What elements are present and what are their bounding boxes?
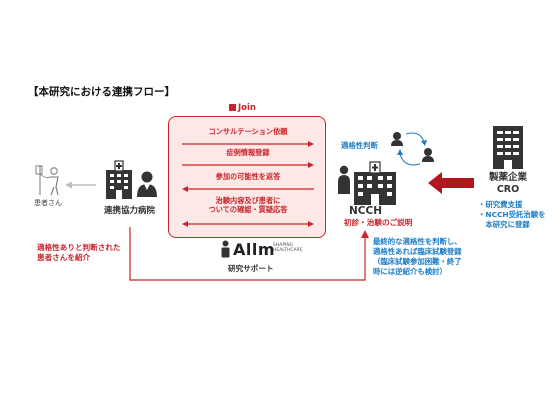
- flow-label: コンサルテーション依頼: [208, 127, 288, 136]
- flow-confirmation-qa: 治験内容及び患者に ついての確認・質疑応答: [180, 196, 316, 232]
- flow-label: 症例情報登録: [226, 148, 270, 157]
- arrow-left-icon: [65, 181, 96, 189]
- pharma-note-line: ・NCCH受託治験を: [478, 210, 546, 219]
- flow-consultation-request: コンサルテーション依頼: [180, 127, 316, 153]
- pharma-note-line: 本研究に登録: [478, 220, 530, 229]
- join-platform-box: [168, 116, 326, 238]
- ncch-first-visit-label: 初診・治験のご説明: [344, 218, 413, 227]
- referral-note: 適格性ありと判断された 患者さんを紹介: [37, 243, 121, 263]
- flow-label: 治験内容及び患者に ついての確認・質疑応答: [208, 196, 288, 214]
- referral-connector-arrow: [129, 227, 369, 281]
- ncch-eligibility-note: 最終的な適格性を判断し、 適格性あれば臨床試験登録 （臨床試験参加困難・終了 時…: [373, 237, 462, 277]
- ncch-building-icon: [338, 161, 396, 205]
- pharma-cro-label: 製薬企業 CRO: [477, 172, 539, 196]
- doctor-icon: [137, 171, 157, 197]
- eligibility-label: 適格性判断: [341, 141, 378, 150]
- flow-label: 参加の可能性を返答: [215, 172, 281, 181]
- join-logo-icon: [229, 104, 236, 111]
- allm-logo: Allm: [233, 240, 276, 259]
- pharma-note-line: ・研究費支援: [478, 200, 523, 209]
- allm-figure-icon: [221, 240, 230, 258]
- ncch-note-line: 時には逆紹介も検討）: [373, 267, 447, 276]
- arrow-right-icon: [182, 141, 314, 147]
- page-title: 【本研究における連携フロー】: [28, 86, 175, 98]
- hospital-building-icon: [106, 160, 132, 199]
- ncch-note-line: 適格性あれば臨床試験登録: [373, 247, 462, 256]
- patient-iv-icon: [35, 165, 59, 196]
- arrow-right-icon: [182, 162, 314, 168]
- arrow-both-icon: [182, 221, 314, 227]
- cro-label-line: CRO: [496, 184, 520, 195]
- partner-hospital-label: 連携協力病院: [104, 206, 156, 216]
- ncch-note-line: （臨床試験参加困難・終了: [373, 257, 462, 266]
- flow-possibility-reply: 参加の可能性を返答: [180, 172, 316, 198]
- join-label: Join: [238, 103, 256, 113]
- arrow-left-icon: [182, 186, 314, 192]
- join-tag: Join: [229, 103, 256, 113]
- doctors-discussion-icon: [391, 132, 434, 166]
- ncch-label: NCCH: [349, 205, 382, 217]
- referral-note-line: 患者さんを紹介: [37, 253, 91, 262]
- flow-case-registration: 症例情報登録: [180, 148, 316, 174]
- allm-tagline-line: SHAPING: [273, 243, 294, 248]
- pharma-building-icon: [493, 126, 523, 169]
- referral-note-line: 適格性ありと判断された: [37, 243, 121, 252]
- allm-tagline-line: HEALTHCARE: [273, 248, 303, 253]
- patient-label: 患者さん: [34, 199, 62, 207]
- pharma-label-line: 製薬企業: [488, 172, 527, 183]
- pharma-notes: ・研究費支援 ・NCCH受託治験を 本研究に登録: [478, 200, 546, 230]
- arrow-left-icon: [428, 172, 474, 194]
- allm-tagline: SHAPING HEALTHCARE: [273, 243, 303, 253]
- allm-support-label: 研究サポート: [228, 264, 274, 273]
- ncch-note-line: 最終的な適格性を判断し、: [373, 237, 462, 246]
